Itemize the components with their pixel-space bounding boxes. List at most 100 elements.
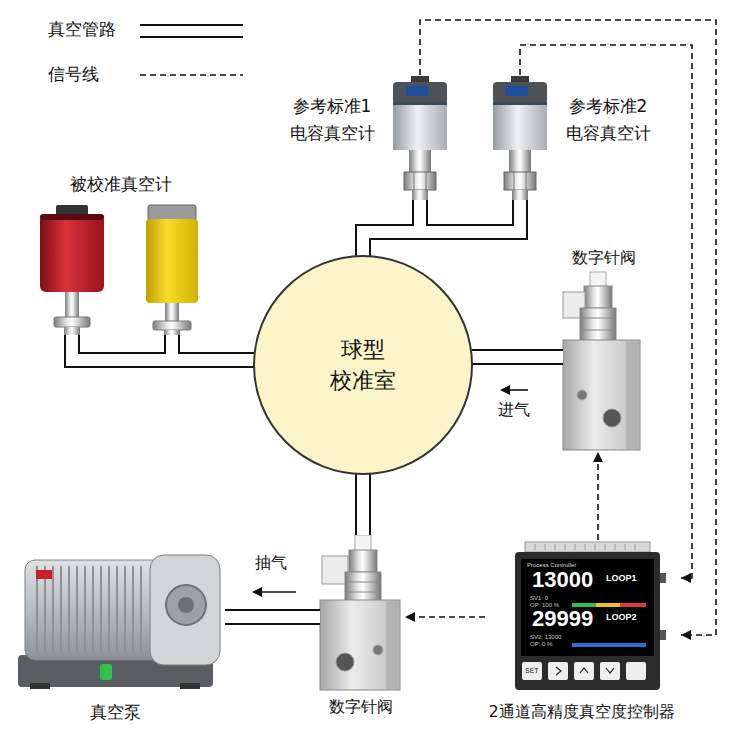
loop-label: LOOP2 — [606, 613, 637, 622]
pipe-inner-group — [72, 200, 563, 617]
controller-illustration-part — [525, 542, 650, 552]
node-label: 真空泵 — [8, 702, 222, 722]
node-label: 参考标准2 电容真空计 — [556, 93, 660, 147]
capacitance-gauge-part — [412, 190, 428, 200]
screen-value: 13000 — [532, 569, 593, 591]
calibration-chamber: 球型 校准室 — [253, 255, 473, 475]
needle-valve-illustration — [563, 272, 640, 450]
capacitance-gauge-part — [506, 86, 528, 96]
needle-valve-illustration-part — [320, 600, 400, 690]
controller-illustration-part — [600, 662, 620, 680]
screen-value: 29999 — [532, 608, 593, 630]
controller-illustration-part — [660, 630, 666, 640]
controller-illustration-part — [556, 667, 561, 675]
controller-illustration-part — [574, 662, 594, 680]
vacuum-pipe — [472, 349, 563, 365]
edge-group — [72, 20, 716, 635]
yellow-gauge-part — [164, 330, 180, 335]
screen-text: OP: 0 % — [530, 641, 552, 647]
capacitance-gauge-part — [512, 190, 528, 200]
capacitance-gauge-part — [406, 86, 428, 96]
legend-text: 真空管路 — [48, 21, 116, 38]
loop-label: LOOP1 — [606, 574, 637, 583]
pipe-branch — [172, 335, 173, 360]
capacitance-gauge-part — [393, 102, 447, 150]
controller-illustration-part — [522, 662, 542, 680]
gauge-under-test: 被校准真空计 — [25, 170, 220, 335]
capacitance-gauge-part — [393, 102, 447, 105]
pump-illustration-part — [36, 570, 52, 579]
needle-valve-illustration-part — [603, 409, 621, 427]
controller-illustration-part — [620, 603, 646, 607]
chamber-outline — [253, 255, 473, 475]
node-label: 2通道高精度真空度控制器 — [485, 702, 678, 721]
capacitance-gauge-part — [393, 82, 447, 104]
pipe-inner — [166, 335, 178, 360]
signal-line — [520, 45, 692, 578]
flow-arrow-part — [260, 591, 296, 593]
capacitance-gauge-part — [409, 150, 431, 172]
needle-valve-illustration-part — [345, 582, 381, 583]
legend-samples — [139, 31, 244, 75]
needle-valve-illustration-part — [336, 653, 354, 671]
needle-valve-illustration-part — [322, 556, 348, 584]
needle-valve-illustration-part — [355, 535, 371, 551]
needle-valve-illustration-part — [580, 330, 616, 331]
legend-text: 信号线 — [48, 66, 99, 83]
red-gauge-part — [65, 292, 79, 317]
pump-illustration-part — [25, 560, 165, 660]
button-label: SET — [525, 667, 539, 674]
reference-gauge: 参考标准2 电容真空计 — [490, 75, 663, 200]
vacuum-pipe — [355, 474, 371, 535]
pump-illustration-part — [166, 585, 206, 625]
pipe-branch-outer — [164, 335, 180, 360]
yellow-gauge — [146, 205, 198, 335]
node-label: 数字针阀 — [320, 697, 402, 716]
controller-illustration-part — [548, 662, 568, 680]
capacitance-gauge-part — [509, 150, 531, 172]
flow-arrow-part — [508, 389, 528, 391]
yellow-gauge-part — [146, 219, 198, 303]
node-label: 参考标准1 电容真空计 — [278, 93, 386, 147]
needle-valve-illustration-part — [580, 308, 616, 342]
legend-pipe-sample — [140, 24, 243, 38]
pipe-inner — [225, 611, 320, 623]
needle-valve: 数字针阀 — [320, 535, 405, 718]
controller-illustration-part — [606, 668, 614, 673]
pipe-inner — [357, 474, 369, 535]
needle-valve-illustration-part — [345, 572, 381, 602]
needle-valve-illustration-part — [580, 318, 616, 319]
capacitance-gauge-part — [493, 82, 547, 104]
red-gauge-part — [64, 327, 80, 335]
red-gauge-part — [40, 214, 104, 292]
red-gauge-part — [54, 317, 90, 327]
needle-valve-illustration-part — [577, 390, 587, 400]
flow-arrow-part — [500, 385, 510, 395]
controller-illustration-part — [515, 552, 660, 690]
controller-illustration-part — [572, 603, 596, 607]
node-label: 球型 校准室 — [313, 335, 413, 397]
vacuum-pump: 真空泵 — [8, 530, 225, 724]
flow-label: 抽气 — [255, 555, 287, 571]
needle-valve-illustration-part — [386, 600, 400, 690]
capacitance-gauge-part — [493, 102, 547, 105]
controller-illustration-part — [521, 559, 654, 656]
pump-illustration-part — [178, 597, 194, 613]
pipe-inner — [363, 200, 520, 256]
needle-valve-illustration-part — [373, 645, 383, 655]
yellow-gauge-part — [165, 303, 179, 321]
vacuum-pipe — [225, 609, 320, 625]
vacuum-controller: 2通道高精度真空度控制器 — [485, 540, 681, 723]
capacitance-gauge-part — [414, 172, 415, 190]
capacitance-gauge — [493, 76, 547, 200]
pump-illustration-part — [100, 664, 112, 680]
needle-valve-illustration-part — [345, 592, 381, 593]
needle-valve-illustration-part — [626, 340, 640, 450]
needle-valve-illustration — [320, 535, 400, 690]
pipe-inner — [72, 335, 254, 360]
legend-signal-sample — [140, 74, 243, 76]
legend-pipe-sample-inner — [139, 26, 244, 36]
screen-text: Process Controller — [527, 562, 576, 568]
